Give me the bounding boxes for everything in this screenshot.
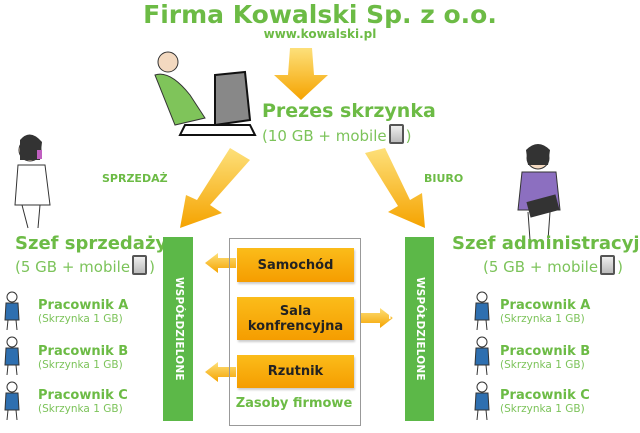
worker-b-right: Pracownik B(Skrzynka 1 GB): [500, 344, 591, 371]
mobile-phone-icon: [388, 124, 404, 144]
arrow-right-icon: [360, 308, 393, 328]
person-icon: [14, 134, 51, 229]
person-icon: [474, 291, 490, 331]
worker-figures: [4, 291, 490, 421]
resource-conference-room[interactable]: Sala konfrencyjna: [237, 297, 354, 340]
shared-calendar-bar-left: WSPÓŁDZIELONE KALENDARZE: [145, 237, 193, 421]
worker-b-left: Pracownik B(Skrzynka 1 GB): [38, 344, 129, 371]
resource-car[interactable]: Samochód: [237, 248, 354, 282]
admin-head-quota: (5 GB + mobile): [483, 255, 623, 276]
branch-office-label: BIURO: [424, 172, 464, 185]
admin-head-label: Szef administracyjny: [452, 233, 640, 254]
person-icon: [517, 144, 561, 241]
person-icon: [474, 336, 490, 376]
mobile-phone-icon: [600, 255, 616, 275]
person-icon: [4, 336, 20, 376]
shared-calendar-bar-right: WSPÓŁDZIELONE KALENDARZE: [386, 237, 434, 421]
sales-head-label: Szef sprzedaży: [15, 233, 168, 254]
person-icon: [474, 381, 490, 421]
person-icon: [154, 51, 257, 136]
worker-c-left: Pracownik C(Skrzynka 1 GB): [38, 388, 128, 415]
ceo-quota: (10 GB + mobile): [262, 124, 411, 145]
mobile-phone-icon: [132, 255, 148, 275]
sales-head-quota: (5 GB + mobile): [15, 255, 155, 276]
resource-projector[interactable]: Rzutnik: [237, 355, 354, 388]
company-resources-box: [229, 238, 361, 426]
arrow-down-icon: [274, 48, 328, 100]
company-url[interactable]: www.kowalski.pl: [263, 27, 377, 41]
worker-a-left: Pracownik A(Skrzynka 1 GB): [38, 298, 129, 325]
branch-sales-label: SPRZEDAŻ: [102, 172, 168, 185]
ceo-label: Prezes skrzynka: [262, 100, 436, 122]
arrow-diagonal-icon: [180, 148, 250, 228]
arrow-left-icon: [205, 362, 236, 382]
resources-title: Zasoby firmowe: [235, 396, 353, 411]
arrow-diagonal-icon: [365, 148, 425, 228]
worker-c-right: Pracownik C(Skrzynka 1 GB): [500, 388, 590, 415]
company-title: Firma Kowalski Sp. z o.o.: [143, 0, 497, 29]
person-icon: [4, 381, 20, 421]
person-icon: [4, 291, 20, 331]
arrow-left-icon: [205, 253, 236, 273]
worker-a-right: Pracownik A(Skrzynka 1 GB): [500, 298, 591, 325]
